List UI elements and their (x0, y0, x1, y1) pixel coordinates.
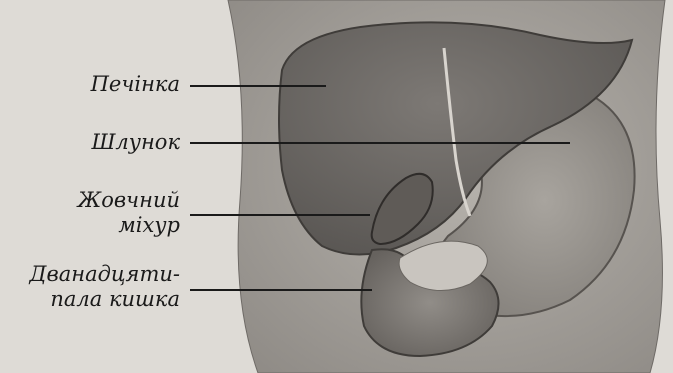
label-stomach: Шлунок (91, 130, 180, 155)
label-liver: Печінка (91, 72, 180, 97)
label-duodenum-line2: пала кишка (29, 287, 180, 312)
label-gallbladder-line2: міхур (78, 213, 180, 238)
label-gallbladder-line1: Жовчний (78, 188, 180, 213)
label-duodenum: Дванадцяти- пала кишка (29, 262, 180, 312)
label-duodenum-line1: Дванадцяти- (29, 262, 180, 287)
label-gallbladder: Жовчний міхур (78, 188, 180, 238)
